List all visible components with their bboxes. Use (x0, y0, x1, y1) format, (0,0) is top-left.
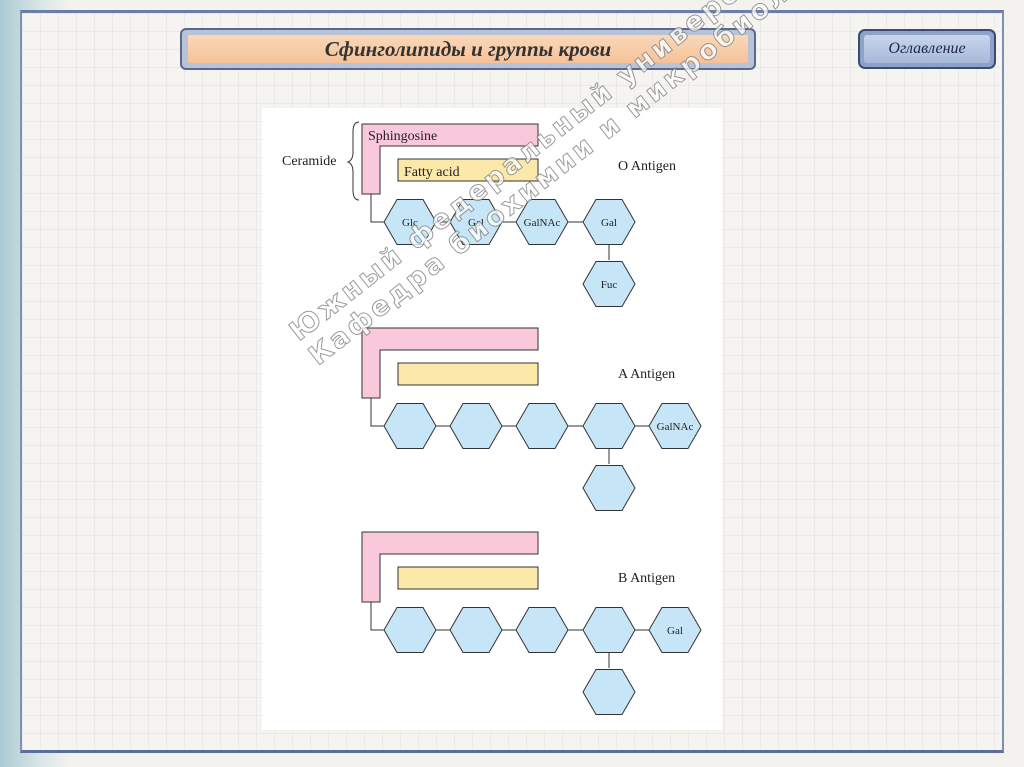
fatty-acid-chain-1 (397, 362, 539, 386)
sugar-hexagon-2-3 (582, 607, 636, 653)
sphingosine-chain-0 (361, 123, 539, 195)
sugar-hexagon-0-2 (515, 199, 569, 245)
sugar-label-1-4: GalNAc (657, 421, 694, 433)
toc-button-face[interactable]: Оглавление (864, 35, 990, 63)
fucose-hexagon-0 (582, 261, 636, 307)
glycosidic-link-0 (370, 194, 384, 223)
slide-title-bar: Сфинголипиды и группы крови (180, 28, 756, 70)
fatty-acid-label: Fatty acid (404, 165, 460, 180)
sugar-hexagon-1-4 (648, 403, 702, 449)
sugar-hexagon-0-1 (449, 199, 503, 245)
fucose-hexagon-2 (582, 669, 636, 715)
fucose-hexagon-1 (582, 465, 636, 511)
sugar-label-0-0: Glc (402, 217, 418, 229)
fucose-label-0: Fuc (601, 279, 618, 291)
sugar-hexagon-1-2 (515, 403, 569, 449)
sugar-label-0-2: GalNAc (524, 217, 561, 229)
sphingosine-chain-1 (361, 327, 539, 399)
sugar-hexagon-0-3 (582, 199, 636, 245)
sphingosine-label: Sphingosine (368, 129, 437, 144)
sugar-hexagon-2-2 (515, 607, 569, 653)
sugar-hexagon-2-1 (449, 607, 503, 653)
sphingosine-chain-2 (361, 531, 539, 603)
slide-title: Сфинголипиды и группы крови (324, 36, 612, 61)
ceramide-brace (346, 121, 360, 201)
sugar-hexagon-0-0 (383, 199, 437, 245)
fatty-acid-chain-2 (397, 566, 539, 590)
antigen-label-1: A Antigen (618, 367, 675, 382)
sugar-hexagon-1-3 (582, 403, 636, 449)
antigen-label-2: B Antigen (618, 571, 675, 586)
glycosidic-link-1 (370, 398, 384, 427)
ceramide-label: Ceramide (282, 154, 336, 169)
sugar-hexagon-1-1 (449, 403, 503, 449)
sugar-label-2-4: Gal (667, 625, 683, 637)
sugar-label-0-3: Gal (601, 217, 617, 229)
slide-title-panel: Сфинголипиды и группы крови (188, 35, 748, 63)
antigen-label-0: O Antigen (618, 159, 676, 174)
sugar-hexagon-1-0 (383, 403, 437, 449)
fatty-acid-chain-0 (397, 158, 539, 182)
glycosidic-link-2 (370, 602, 384, 631)
sugar-hexagon-2-4 (648, 607, 702, 653)
toc-button-label: Оглавление (888, 40, 966, 57)
sugar-label-0-1: Gal (468, 217, 484, 229)
sugar-hexagon-2-0 (383, 607, 437, 653)
toc-button[interactable]: Оглавление (858, 29, 996, 69)
